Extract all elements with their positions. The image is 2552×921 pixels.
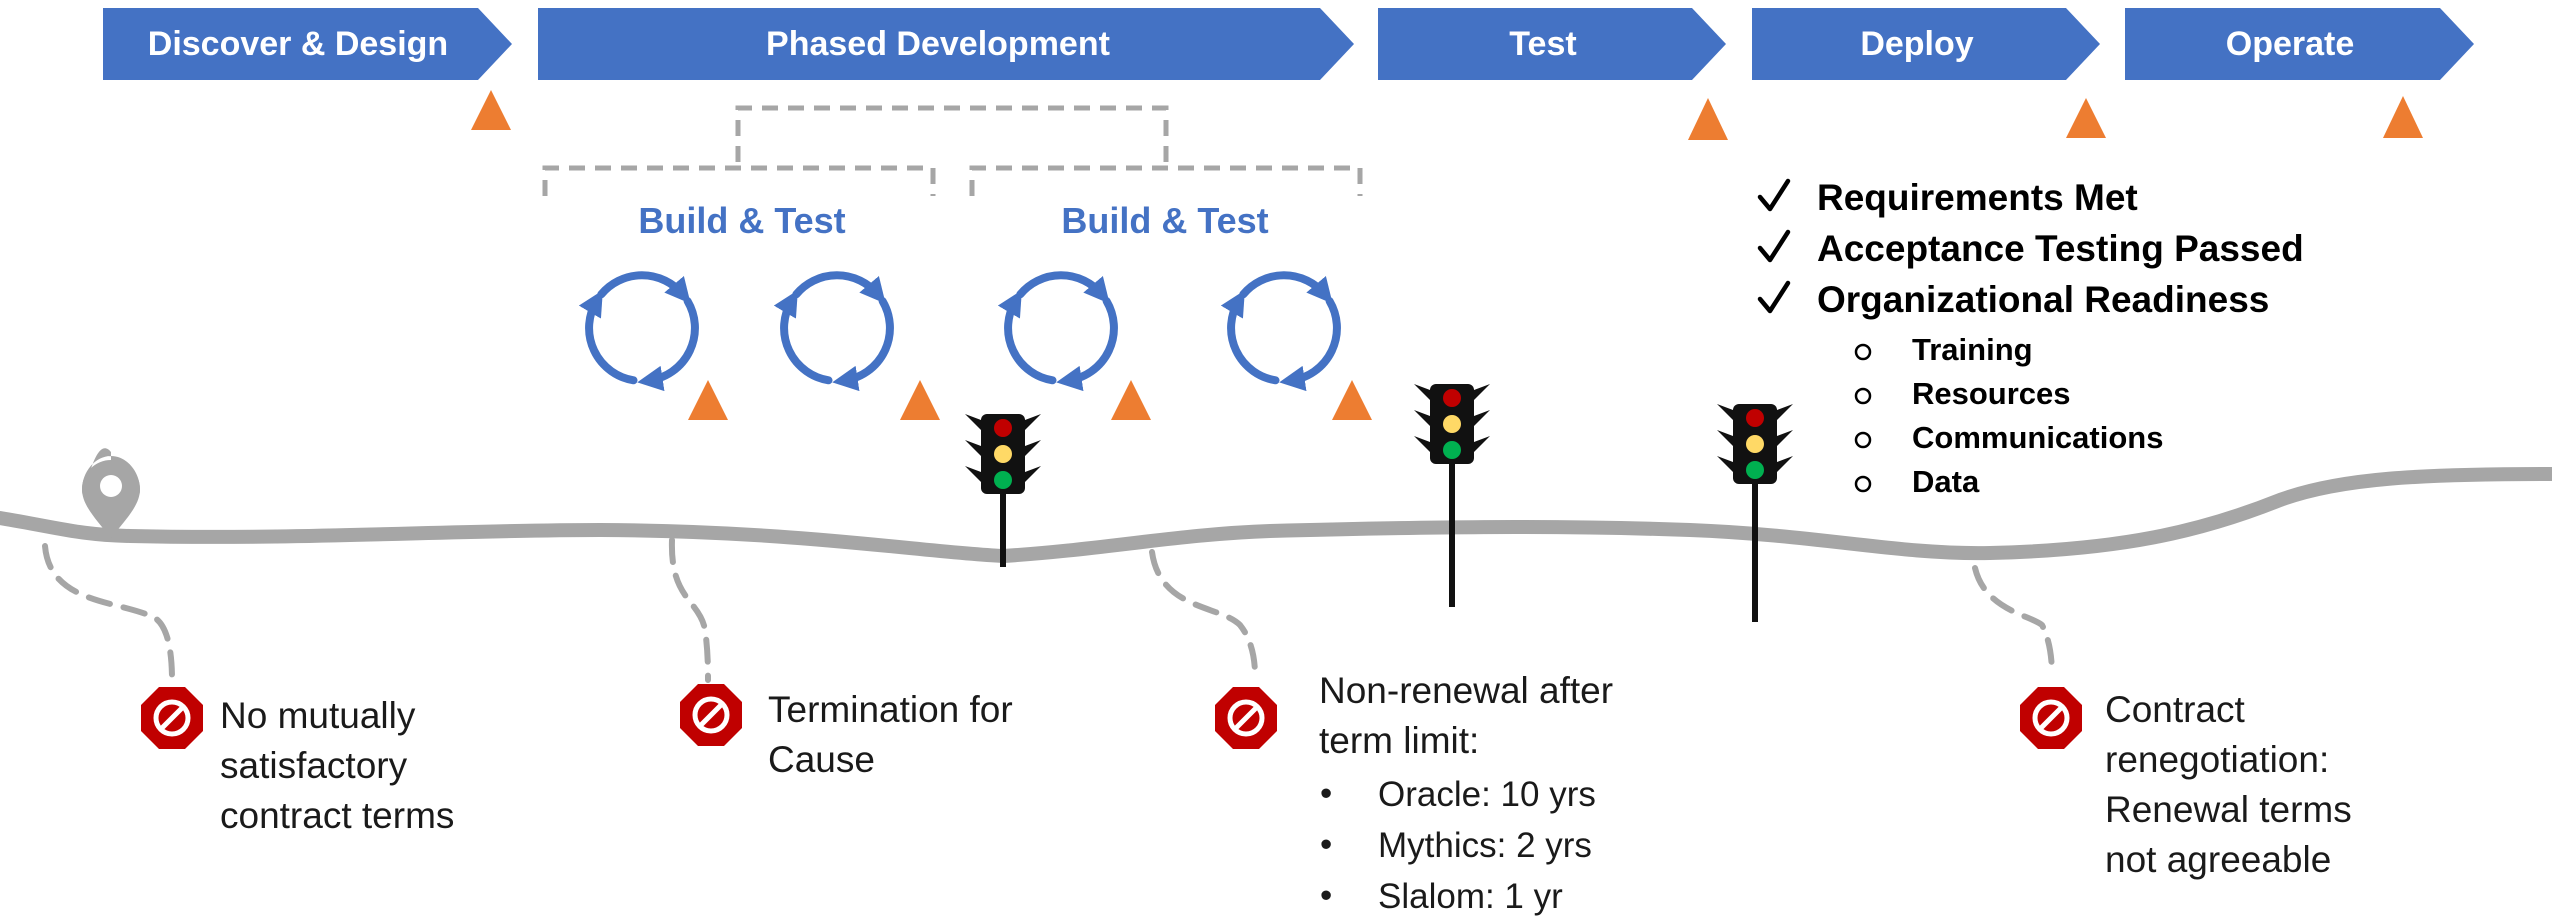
circle-bullet-icon bbox=[1854, 343, 1872, 361]
phase-operate: Operate bbox=[2125, 8, 2474, 80]
exit-1-text: No mutually satisfactory contract terms bbox=[220, 695, 454, 836]
build-test-label: Build & Test bbox=[638, 200, 845, 241]
exit-icons bbox=[141, 684, 2082, 749]
readiness-item: Training bbox=[1912, 332, 2033, 367]
exit-3-text: Non-renewal after term limit: • Oracle: … bbox=[1319, 670, 1613, 916]
exit-2-text: Termination for Cause bbox=[768, 689, 1013, 780]
triangle-milestone-icon bbox=[1111, 380, 1151, 420]
exit-paths bbox=[42, 537, 2055, 683]
readiness-item: Communications bbox=[1912, 420, 2163, 455]
phase-bar: Discover & Design Phased Development Tes… bbox=[103, 8, 2474, 80]
exit-line: Termination for bbox=[768, 689, 1013, 730]
cycle-icons bbox=[578, 271, 1341, 392]
bracket-right bbox=[969, 165, 1363, 196]
circle-bullet-icon bbox=[1854, 387, 1872, 405]
triangle-milestone-icon bbox=[2066, 98, 2106, 138]
bullet-marker: • bbox=[1320, 774, 1332, 813]
exit-line: contract terms bbox=[220, 795, 454, 836]
term-item: Mythics: 2 yrs bbox=[1378, 826, 1592, 865]
triangle-milestone-icon bbox=[1332, 380, 1372, 420]
exit-path-4 bbox=[1972, 565, 2055, 678]
exit-4-text: Contract renegotiation: Renewal terms no… bbox=[2105, 689, 2352, 880]
term-item: Slalom: 1 yr bbox=[1378, 877, 1563, 916]
triangle-milestone-icon bbox=[688, 380, 728, 420]
phase-label: Phased Development bbox=[766, 25, 1110, 63]
bracket-left bbox=[542, 165, 936, 196]
cycle-arrows-icon bbox=[773, 271, 894, 392]
iteration-brackets bbox=[542, 105, 1363, 196]
readiness-item: Data bbox=[1912, 464, 1980, 499]
cycle-arrows-icon bbox=[1220, 271, 1341, 392]
gates bbox=[965, 384, 1793, 622]
phase-discover-design: Discover & Design bbox=[103, 8, 512, 80]
criteria-item: Requirements Met bbox=[1817, 177, 2138, 218]
triangle-milestone-icon bbox=[2383, 96, 2423, 138]
vendor-term-list: • Oracle: 10 yrs • Mythics: 2 yrs • Slal… bbox=[1320, 774, 1596, 916]
bullet-marker: • bbox=[1320, 825, 1332, 864]
exit-path-2 bbox=[668, 537, 711, 683]
phase-label: Deploy bbox=[1860, 25, 1973, 63]
bullet-marker: • bbox=[1320, 876, 1332, 915]
exit-path-1 bbox=[42, 543, 175, 683]
triangle-milestone-icon bbox=[471, 90, 511, 130]
triangle-milestone-icon bbox=[900, 380, 940, 420]
circle-bullet-icon bbox=[1854, 431, 1872, 449]
exit-line: Non-renewal after bbox=[1319, 670, 1613, 711]
no-entry-icon bbox=[141, 687, 203, 749]
traffic-light-icon bbox=[1414, 384, 1490, 607]
exit-line: term limit: bbox=[1319, 720, 1479, 761]
exit-line: satisfactory bbox=[220, 745, 408, 786]
go-live-criteria: Requirements Met Acceptance Testing Pass… bbox=[1757, 177, 2304, 499]
map-pin-icon bbox=[82, 448, 140, 538]
phase-test: Test bbox=[1378, 8, 1726, 80]
no-entry-icon bbox=[1215, 687, 1277, 749]
build-test-label: Build & Test bbox=[1061, 200, 1268, 241]
phase-deploy: Deploy bbox=[1752, 8, 2100, 80]
phase-label: Test bbox=[1509, 25, 1576, 63]
readiness-item: Resources bbox=[1912, 376, 2071, 411]
road-path bbox=[0, 467, 2552, 564]
triangle-milestone-icon bbox=[1688, 98, 1728, 140]
criteria-item: Organizational Readiness bbox=[1817, 279, 2269, 320]
exit-line: Cause bbox=[768, 739, 875, 780]
milestone-markers bbox=[471, 90, 2423, 420]
traffic-light-icon bbox=[1717, 404, 1793, 622]
cycle-arrows-icon bbox=[997, 271, 1118, 392]
phase-label: Operate bbox=[2226, 25, 2355, 63]
exit-line: Renewal terms bbox=[2105, 789, 2352, 830]
checkmark-icon bbox=[1757, 229, 1791, 263]
traffic-light-icon bbox=[965, 414, 1041, 567]
bracket-top bbox=[735, 105, 1169, 162]
checkmark-icon bbox=[1757, 178, 1791, 212]
circle-bullet-icon bbox=[1854, 475, 1872, 493]
checkmark-icon bbox=[1757, 280, 1791, 314]
no-entry-icon bbox=[680, 684, 742, 746]
exit-line: Contract bbox=[2105, 689, 2246, 730]
exit-line: No mutually bbox=[220, 695, 416, 736]
criteria-item: Acceptance Testing Passed bbox=[1817, 228, 2304, 269]
phase-phased-development: Phased Development bbox=[538, 8, 1354, 80]
phase-label: Discover & Design bbox=[148, 25, 448, 63]
exit-line: renegotiation: bbox=[2105, 739, 2329, 780]
no-entry-icon bbox=[2020, 687, 2082, 749]
cycle-arrows-icon bbox=[578, 271, 699, 392]
exit-line: not agreeable bbox=[2105, 839, 2331, 880]
exit-path-3 bbox=[1149, 549, 1258, 678]
term-item: Oracle: 10 yrs bbox=[1378, 775, 1596, 814]
